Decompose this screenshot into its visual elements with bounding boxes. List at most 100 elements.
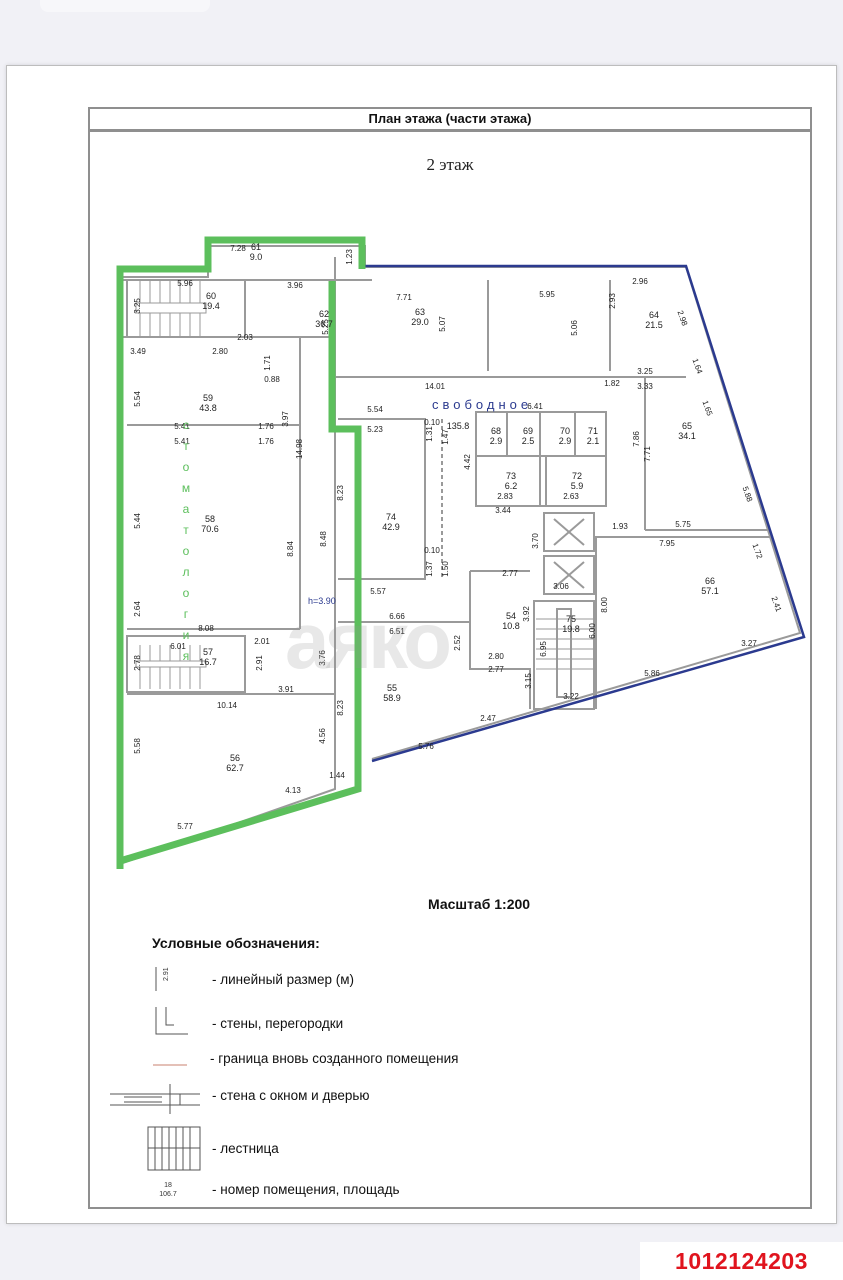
dimension-value: 5.41	[174, 437, 190, 446]
legend-label: - стена с окном и дверью	[212, 1088, 370, 1103]
dimension-value: 2.52	[453, 635, 462, 651]
room-area: 2.9	[559, 436, 572, 446]
dimension-value: 2.96	[632, 277, 648, 286]
tenant-label-letter: а	[183, 502, 190, 516]
dimension-value: 3.91	[278, 685, 294, 694]
dimension-value: 3.06	[553, 582, 569, 591]
dimension-value: 7.71	[643, 446, 652, 462]
room-labels: 5662.75716.75870.65943.86019.4619.06236.…	[199, 242, 719, 773]
dimension-value: 10.14	[217, 701, 238, 710]
room-number: 54	[506, 611, 516, 621]
tenant-area-outline	[116, 236, 366, 869]
dimension-value: 8.23	[336, 485, 345, 501]
building-walls	[119, 245, 802, 866]
room-number: 59	[203, 393, 213, 403]
room-area: 43.8	[199, 403, 217, 413]
room-area: 2.1	[587, 436, 600, 446]
room-area: 2.9	[490, 436, 503, 446]
dimension-value: 2.77	[502, 569, 518, 578]
dimension-value: 1.93	[612, 522, 628, 531]
dimension-value: 2.01	[254, 637, 270, 646]
legend-item-window-door: - стена с окном и дверью	[90, 1088, 690, 1118]
dimension-value: 1.47	[441, 429, 450, 445]
dimension-value: 0.10	[424, 546, 440, 555]
dimension-value: 5.76	[418, 742, 434, 751]
legend-item-boundary: - граница вновь созданного помещения	[90, 1051, 690, 1081]
dimension-value: 8.00	[600, 597, 609, 613]
dimension-value: 6.51	[389, 627, 405, 636]
dimension-value: 5.54	[367, 405, 383, 414]
dimension-value: 5.58	[133, 738, 142, 754]
room-number: 71	[588, 426, 598, 436]
room-number: 75	[566, 614, 576, 624]
room-number: 69	[523, 426, 533, 436]
top-bar-pill	[40, 0, 210, 12]
room-number: 64	[649, 310, 659, 320]
legend-label: - линейный размер (м)	[212, 972, 354, 987]
room-area: 36.7	[315, 319, 333, 329]
dimension-value: 6.95	[539, 641, 548, 657]
legend-item-dimension: - линейный размер (м)	[90, 972, 690, 1002]
dimension-value: 3.25	[133, 298, 142, 314]
room-area: 42.9	[382, 522, 400, 532]
legend-dimension-sample: 2.91	[163, 967, 170, 981]
room-number: 65	[682, 421, 692, 431]
dimension-value: 5.23	[367, 425, 383, 434]
legend-symbols: 2.91	[110, 967, 201, 1171]
dimension-value: 5.25	[321, 319, 330, 335]
legend-room-area-sample: 106.7	[159, 1191, 177, 1198]
dimension-value: 2.41	[769, 595, 783, 613]
tenant-label-letter: м	[182, 481, 190, 495]
room-area: 16.7	[199, 657, 217, 667]
room-area: 5.9	[571, 481, 584, 491]
tenant-label-letter: и	[183, 628, 190, 642]
dimension-value: 1.64	[690, 357, 704, 375]
room-number: 62	[319, 309, 329, 319]
dimension-value: 3.33	[637, 382, 653, 391]
legend-item-room-number: - номер помещения, площадь	[90, 1182, 690, 1212]
dimension-value: 8.48	[319, 531, 328, 547]
dimension-value: 4.13	[285, 786, 301, 795]
room-area: 21.5	[645, 320, 663, 330]
room-number: 56	[230, 753, 240, 763]
dimension-value: 1.76	[258, 437, 274, 446]
tenant-label-letter: я	[183, 649, 190, 663]
room-number: 74	[386, 512, 396, 522]
dimension-value: 7.86	[632, 431, 641, 447]
dimension-value: 3.22	[563, 692, 579, 701]
dimension-value: 1.44	[329, 771, 345, 780]
dimension-value: 8.08	[198, 624, 214, 633]
dimension-value: 5.75	[675, 520, 691, 529]
legend-label: - граница вновь созданного помещения	[210, 1051, 459, 1066]
room-number: 58	[205, 514, 215, 524]
dimension-value: 5.41	[174, 422, 190, 431]
dimension-value: 1.76	[258, 422, 274, 431]
dimension-value: 5.88	[740, 485, 754, 503]
dimension-value: 3.44	[495, 506, 511, 515]
room-number: 70	[560, 426, 570, 436]
dimension-value: 4.56	[318, 728, 327, 744]
tenant-label-letter: с	[183, 418, 189, 432]
tenant-label-letter: г	[184, 607, 189, 621]
dimension-value: 7.95	[659, 539, 675, 548]
dimension-value: 5.86	[644, 669, 660, 678]
dimension-value: 2.80	[488, 652, 504, 661]
dimension-value: 3.49	[130, 347, 146, 356]
dimension-value: 5.54	[133, 391, 142, 407]
dimension-value: 6.41	[527, 402, 543, 411]
dimension-value: 3.76	[318, 650, 327, 666]
scale-label: Масштаб 1:200	[428, 896, 531, 912]
dimension-value: 5.44	[133, 513, 142, 529]
dimension-value: 2.80	[212, 347, 228, 356]
room-number: 60	[206, 291, 216, 301]
dimension-value: 7.71	[396, 293, 412, 302]
dimension-value: 1.82	[604, 379, 620, 388]
dimension-value: 6.66	[389, 612, 405, 621]
legend-label: - стены, перегородки	[212, 1016, 344, 1031]
stair-treads	[135, 280, 594, 689]
room-area: 10.8	[502, 621, 520, 631]
legend-item-staircase: - лестница	[90, 1141, 690, 1171]
floor-label: 2 этаж	[426, 155, 474, 174]
dimension-value: 5.95	[539, 290, 555, 299]
